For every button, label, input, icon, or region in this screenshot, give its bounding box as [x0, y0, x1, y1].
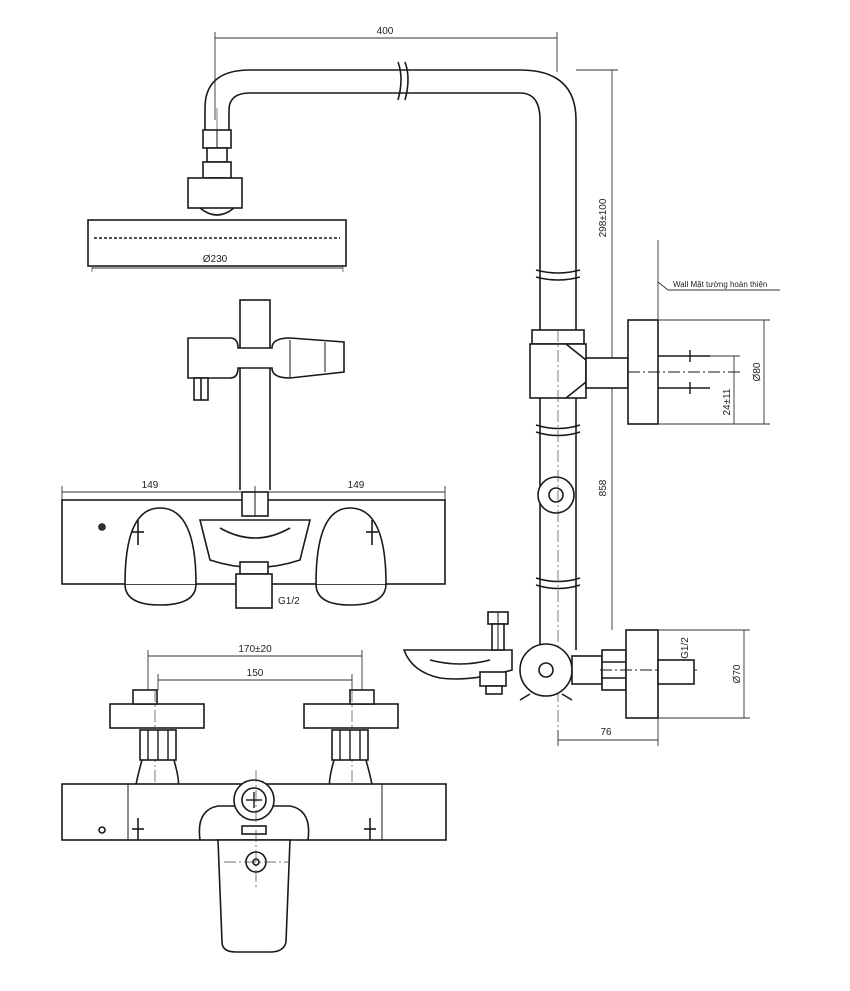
mixer-front: 149 149 G1/2 [61, 480, 446, 609]
riser-pipe: 858 [529, 269, 609, 740]
inlet-thread-label: G1/2 [680, 637, 691, 659]
wall-offset-label: 76 [600, 727, 612, 738]
upper-vertical-label: 298±100 [598, 198, 609, 237]
mixer-top-view: 170±20 150 [61, 644, 447, 953]
wall-annotation: Wall Mặt tường hoàn thiện [673, 280, 767, 289]
hand-shower-holder [187, 299, 345, 490]
top-width-dimension: 400 [214, 26, 558, 120]
pipe-length-label: 858 [598, 479, 609, 496]
mixer-right-label: 149 [348, 480, 365, 491]
wall-bracket-upper: Wall Mặt tường hoàn thiện Ø80 24±11 [585, 240, 780, 425]
inlet-span-label: 170±20 [238, 644, 272, 655]
head-diameter-label: Ø230 [203, 254, 228, 265]
inlet-center-label: 150 [247, 668, 264, 679]
overhead-arm: 298±100 [204, 61, 618, 630]
mixer-left-label: 149 [142, 480, 159, 491]
mixer-side: G1/2 Ø70 76 [402, 611, 750, 746]
top-width-label: 400 [377, 26, 394, 37]
bracket-hole-label: 24±11 [722, 388, 733, 415]
bracket-height-label: Ø80 [752, 362, 763, 381]
shower-head: Ø230 [87, 129, 347, 272]
outlet-thread-label: G1/2 [278, 596, 300, 607]
flange-diameter-label: Ø70 [732, 664, 743, 683]
